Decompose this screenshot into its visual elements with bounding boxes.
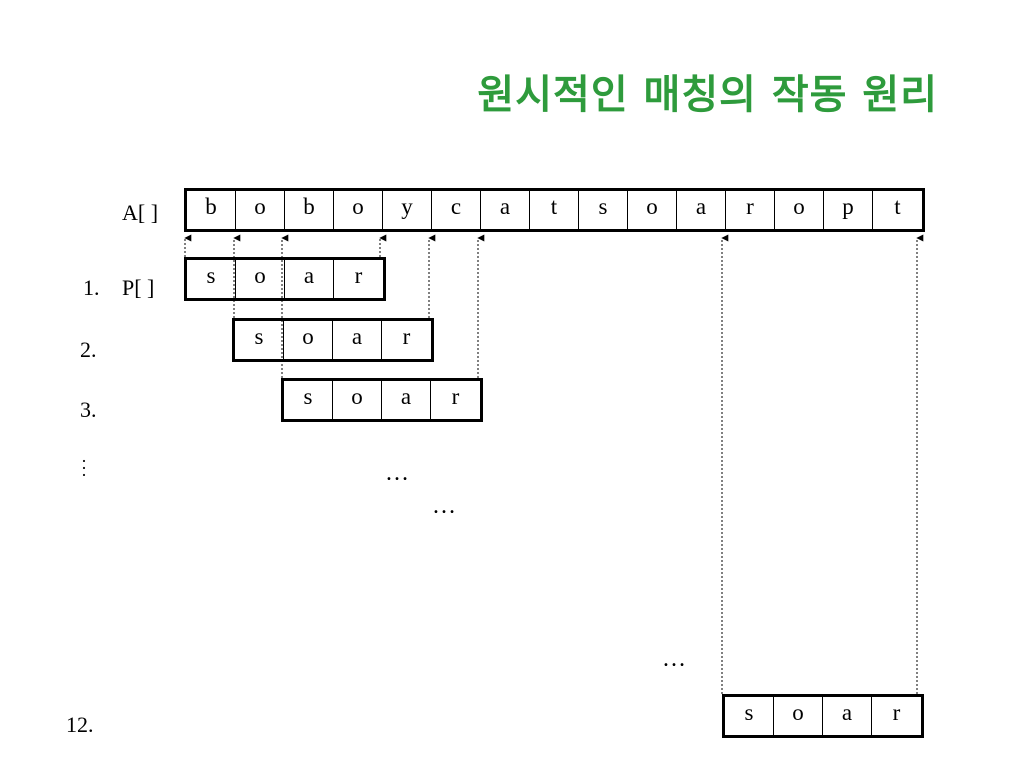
pattern-cell: s bbox=[187, 260, 236, 298]
text-cell: r bbox=[726, 191, 775, 229]
text-cell: a bbox=[481, 191, 530, 229]
text-cell: o bbox=[628, 191, 677, 229]
text-cell: p bbox=[824, 191, 873, 229]
pattern-cell: r bbox=[402, 324, 411, 349]
text-cell: o bbox=[236, 191, 285, 229]
pattern-cell: a bbox=[285, 260, 334, 298]
pattern-array-label: P[ ] bbox=[122, 275, 155, 300]
pattern-cell: s bbox=[284, 381, 333, 419]
pattern-cell: r bbox=[892, 700, 901, 725]
pattern-cell: r bbox=[354, 263, 363, 288]
pattern-cell: s bbox=[235, 321, 284, 359]
text-array: b o b o y c a t s o a r o p t bbox=[184, 188, 925, 232]
text-cell: s bbox=[579, 191, 628, 229]
step-label-2: 2. bbox=[80, 337, 97, 362]
step-label-1: 1. bbox=[83, 275, 100, 300]
vertical-ellipsis: ··· bbox=[81, 451, 87, 485]
pattern-cell: o bbox=[774, 697, 823, 735]
text-cell: t bbox=[894, 194, 901, 219]
pattern-cell: a bbox=[333, 321, 382, 359]
pattern-cell: o bbox=[333, 381, 382, 419]
text-cell: o bbox=[775, 191, 824, 229]
pattern-cell: a bbox=[382, 381, 431, 419]
pattern-cell: o bbox=[284, 321, 333, 359]
ellipsis-3: … bbox=[662, 646, 687, 672]
pattern-row-step-12: s o a r bbox=[722, 694, 924, 738]
step-label-12: 12. bbox=[66, 712, 94, 737]
step-label-3: 3. bbox=[80, 397, 97, 422]
ellipsis-1: … bbox=[385, 460, 410, 486]
text-cell: t bbox=[530, 191, 579, 229]
text-cell: b bbox=[187, 191, 236, 229]
text-cell: o bbox=[334, 191, 383, 229]
text-cell: b bbox=[285, 191, 334, 229]
pattern-cell: a bbox=[823, 697, 872, 735]
text-cell: c bbox=[432, 191, 481, 229]
text-cell: a bbox=[677, 191, 726, 229]
ellipsis-2: … bbox=[432, 493, 457, 519]
pattern-row-step-3: s o a r bbox=[281, 378, 483, 422]
page-title: 원시적인 매칭의 작동 원리 bbox=[477, 72, 938, 118]
text-array-label: A[ ] bbox=[122, 200, 159, 225]
text-cell: y bbox=[383, 191, 432, 229]
pattern-cell: r bbox=[451, 384, 460, 409]
pattern-cell: o bbox=[236, 260, 285, 298]
pattern-row-step-1: s o a r bbox=[184, 257, 386, 301]
pattern-row-step-2: s o a r bbox=[232, 318, 434, 362]
pattern-cell: s bbox=[725, 697, 774, 735]
